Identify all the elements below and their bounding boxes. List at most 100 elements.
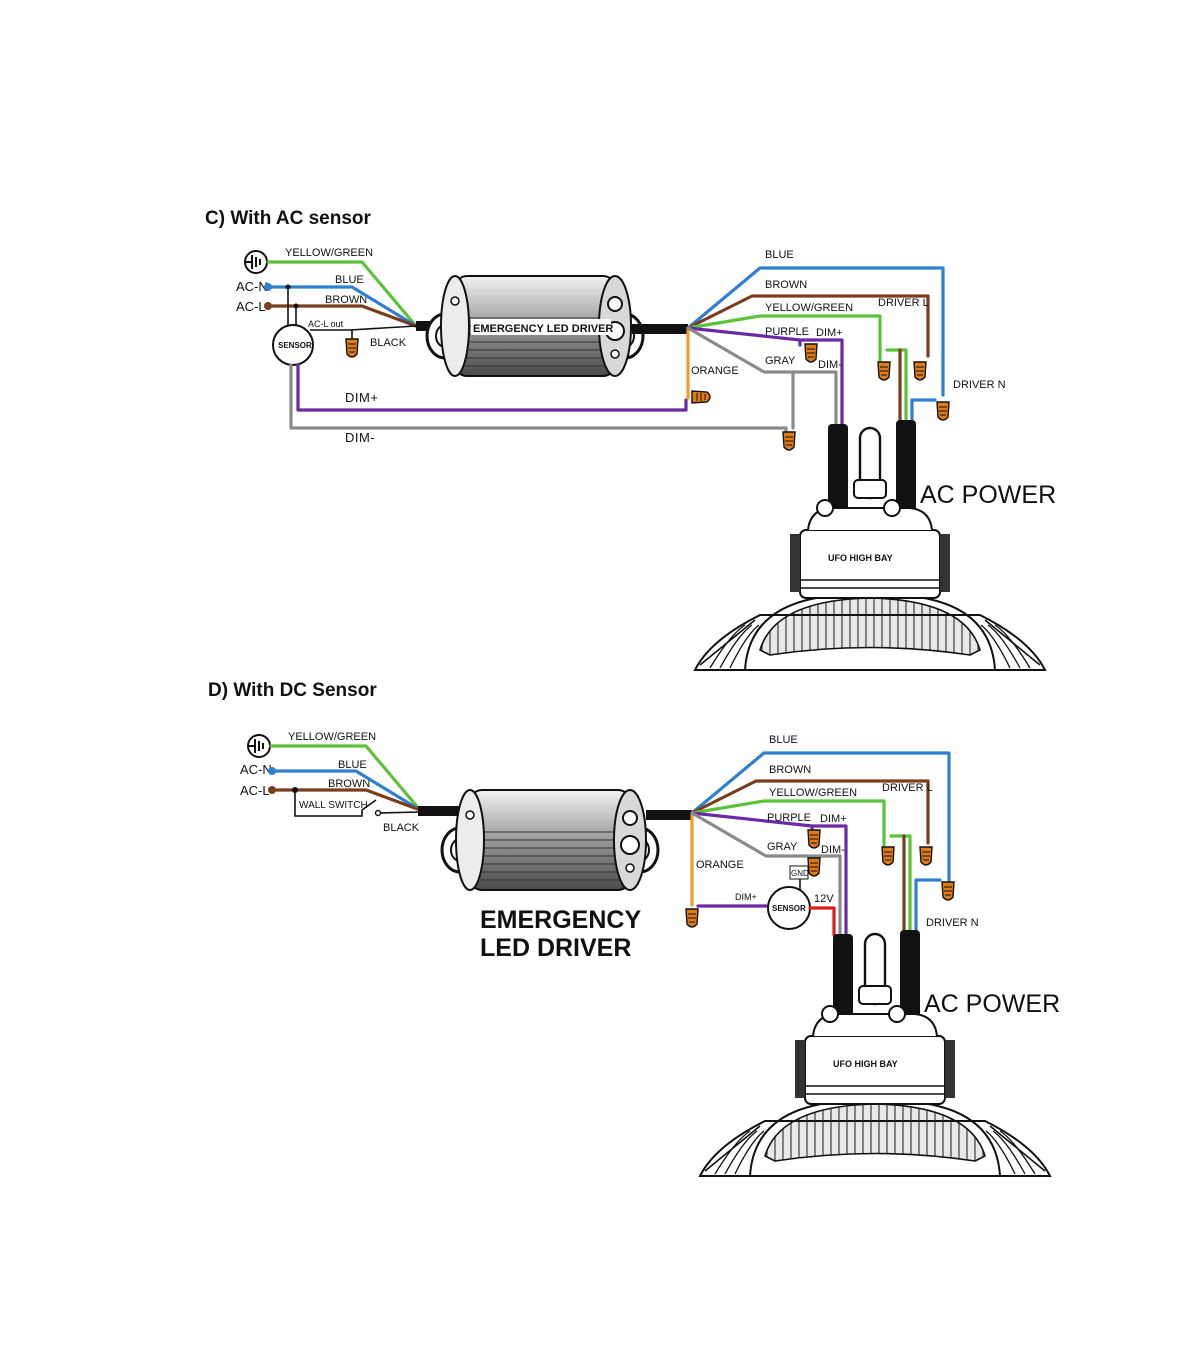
wire-blue-out [686,266,945,397]
wire-yellow-green-out [690,799,886,847]
wire-nut [936,401,950,421]
section-c-title: C) With AC sensor [205,208,372,229]
fixture-cable-left [828,424,848,516]
label-driver-l: DRIVER L [878,297,929,309]
sensor-label: SENSOR [772,904,806,913]
label-black: BLACK [383,822,420,834]
wall-switch-lever [361,799,377,811]
driver-label-line1: EMERGENCY [480,906,641,934]
label-yellow-green-in: YELLOW/GREEN [285,247,373,259]
label-purple: PURPLE [765,326,809,338]
wire-driver-ground [889,834,912,934]
wire-nut [782,431,796,451]
label-ac-power: AC POWER [924,990,1060,1018]
label-dim-plus: DIM+ [816,327,843,339]
wire-blue-out [690,751,951,882]
fixture-cable-right [900,930,920,1026]
emergency-driver [440,788,660,892]
output-cable [632,324,688,334]
wire-dim-plus [296,363,688,412]
label-blue-out: BLUE [769,734,798,746]
label-brown-in: BROWN [325,294,367,306]
sensor-device [272,324,314,366]
label-ac-n: AC-N [240,762,272,777]
wire-nut [804,343,818,363]
ufo-high-bay-fixture [693,426,1047,672]
ac-l-terminal [268,786,276,794]
driver-label-line2: LED DRIVER [480,934,631,962]
ground-icon [244,250,268,274]
wire-nut [913,361,927,381]
wire-yellow-green-in [269,744,422,812]
label-gray: GRAY [765,355,796,367]
label-dim-minus: DIM- [818,359,842,371]
wire-dim-minus [289,363,788,434]
label-orange: ORANGE [691,365,739,377]
label-black: BLACK [370,337,407,349]
label-ac-l-out: AC-L out [308,319,344,329]
wire-blue-in [274,769,422,812]
wire-yellow-green-in [266,260,418,328]
wall-switch-loop [294,790,363,817]
wire-nut [807,857,821,877]
section-d: D) With DC Sensor YELLOW/GREEN AC-N AC-L… [208,680,1060,1178]
ac-n-terminal [268,767,276,775]
ac-n-terminal [264,283,272,291]
label-blue-in: BLUE [335,274,364,286]
wire-12v [808,906,836,937]
wire-driver-ground [885,348,908,427]
label-yellow-green-out: YELLOW/GREEN [769,787,857,799]
wire-brown-out [690,779,930,845]
ufo-high-bay-fixture [698,932,1052,1178]
label-orange: ORANGE [696,859,744,871]
label-ac-l: AC-L [240,783,270,798]
label-dim-plus: DIM+ [820,813,847,825]
wire-ac-l-out [310,325,417,331]
section-d-title: D) With DC Sensor [208,680,377,701]
wire-brown-out [686,294,930,358]
fixture-cable-right [896,420,916,516]
label-dim-minus-bottom: DIM- [345,430,375,445]
label-driver-n: DRIVER N [926,917,979,929]
label-driver-n: DRIVER N [953,379,1006,391]
fixture-cable-left [833,934,853,1026]
section-c: C) With AC sensor YELLOW/GREEN AC-N AC-L… [205,208,1056,672]
wire-nut [345,338,359,358]
label-purple: PURPLE [767,812,811,824]
label-gray: GRAY [767,841,798,853]
fixture-label: UFO HIGH BAY [828,553,893,563]
wire-nut [881,846,895,866]
ground-icon [247,734,271,758]
label-ac-n: AC-N [236,279,268,294]
label-brown-out: BROWN [765,279,807,291]
wire-yellow-green-out [686,314,882,362]
label-blue-in: BLUE [338,759,367,771]
label-blue-out: BLUE [765,249,794,261]
sensor-leads [287,287,297,330]
wire-nut [877,361,891,381]
label-gnd: GND [791,869,809,878]
label-dim-plus-bottom: DIM+ [345,390,378,405]
label-ac-l: AC-L [236,299,266,314]
label-dim-minus: DIM- [821,844,845,856]
output-cable [646,810,692,820]
label-12v: 12V [814,893,834,905]
driver-label: EMERGENCY LED DRIVER [473,323,613,335]
wire-gray [686,326,838,430]
wire-nut [691,390,711,404]
wire-nut [919,846,933,866]
wire-purple [686,326,844,427]
label-ac-power: AC POWER [920,481,1056,509]
label-wall-switch: WALL SWITCH [299,800,368,811]
fixture-label: UFO HIGH BAY [833,1059,898,1069]
sensor-label: SENSOR [278,341,312,350]
wire-blue-in [270,285,418,328]
label-brown-in: BROWN [328,778,370,790]
wire-brown-in [270,304,418,328]
label-yellow-green-in: YELLOW/GREEN [288,731,376,743]
ac-l-terminal [264,302,272,310]
input-cable [418,806,470,816]
label-brown-out: BROWN [769,764,811,776]
label-yellow-green-out: YELLOW/GREEN [765,302,853,314]
